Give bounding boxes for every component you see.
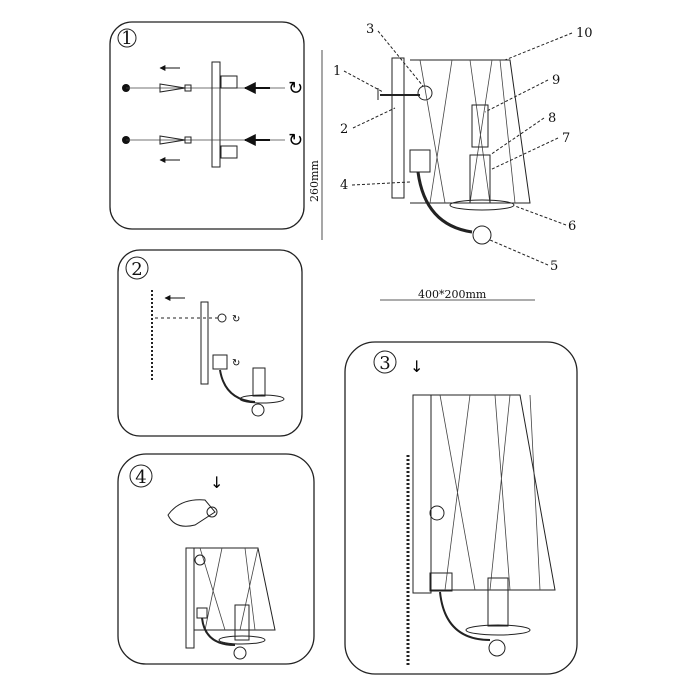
part-label-6: 6 xyxy=(568,219,576,234)
part-label-9: 9 xyxy=(552,73,560,88)
part-label-5: 5 xyxy=(550,259,558,274)
part-label-7: 7 xyxy=(562,131,570,146)
width-dimension: 400*200mm xyxy=(418,288,487,301)
step-2-number: 2 xyxy=(131,259,142,280)
screwdriver-icon: ↻ xyxy=(232,314,240,325)
screwdriver-icon: ↻ xyxy=(288,130,303,151)
step-1-panel: 1 ↻ ↻ xyxy=(109,21,305,230)
height-dimension: 260mm xyxy=(308,160,321,202)
step-1-number: 1 xyxy=(121,28,132,49)
step-4-number: 4 xyxy=(135,467,146,488)
screwdriver-icon: ↓ xyxy=(210,473,223,492)
part-label-10: 10 xyxy=(576,26,593,41)
hand-icon xyxy=(167,499,216,527)
screwdriver-icon: ↻ xyxy=(232,358,240,369)
exploded-view: 260mm 400*200mm 1 2 3 xyxy=(308,22,593,301)
step-2-panel: 2 ↻ ↻ xyxy=(117,249,303,437)
screwdriver-icon: ↻ xyxy=(288,78,303,99)
part-label-8: 8 xyxy=(548,111,556,126)
part-label-3: 3 xyxy=(366,22,374,37)
part-label-1: 1 xyxy=(333,64,341,79)
screwdriver-icon: ↓ xyxy=(410,357,423,376)
part-label-2: 2 xyxy=(340,122,348,137)
part-label-4: 4 xyxy=(340,178,348,193)
step-3-number: 3 xyxy=(379,353,390,374)
step-3-panel: 3 ↓ xyxy=(344,341,578,675)
step-4-panel: 4 ↓ xyxy=(117,453,315,665)
